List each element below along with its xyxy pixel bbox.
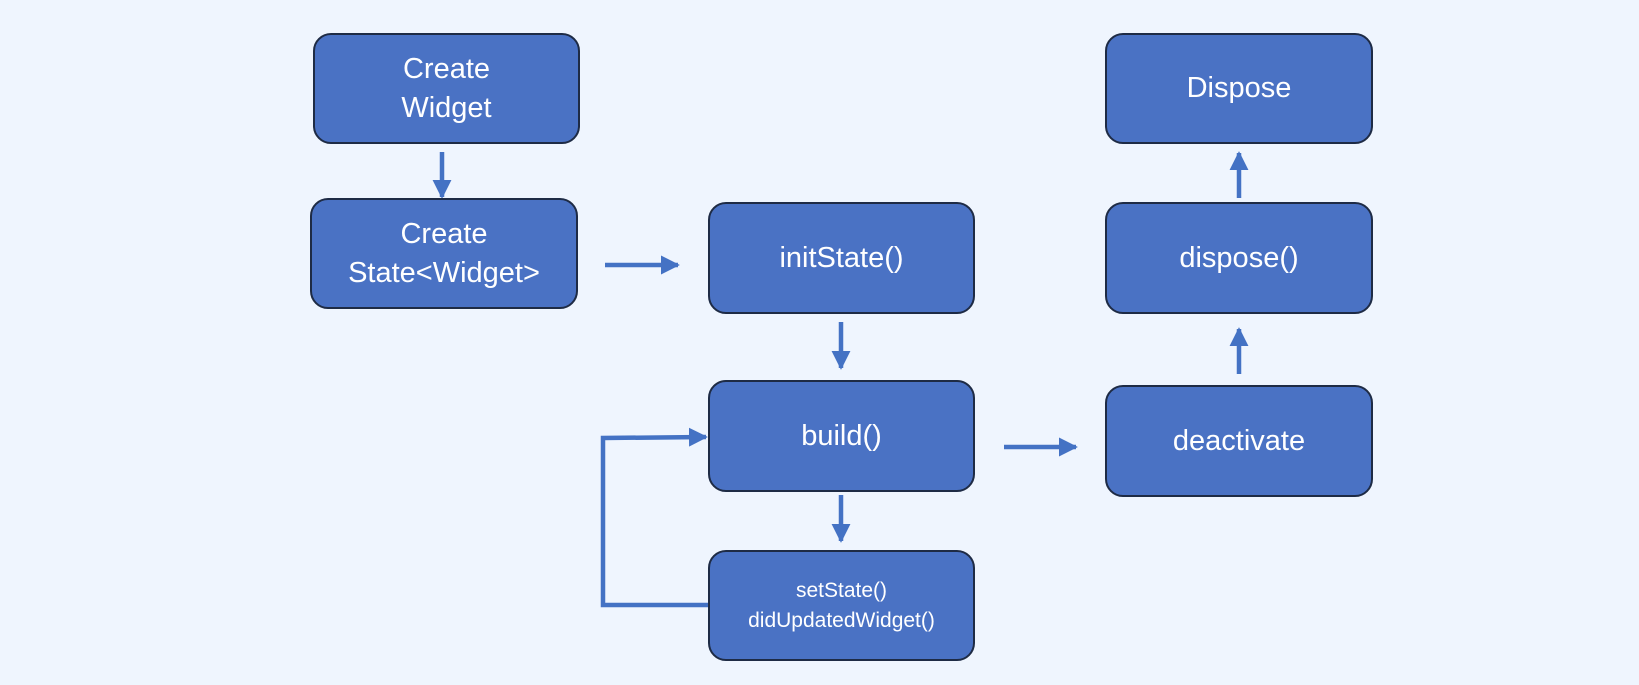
create-state-line1: Create xyxy=(400,218,488,251)
dispose-method-node: dispose() xyxy=(1105,202,1373,314)
create-widget-node: Create Widget xyxy=(313,33,580,144)
dispose-state-node: Dispose xyxy=(1105,33,1373,144)
init-state-label: initState() xyxy=(779,241,904,274)
create-state-line2: State<Widget> xyxy=(348,256,540,289)
build-label: build() xyxy=(801,419,882,452)
create-widget-line1: Create xyxy=(402,53,491,86)
build-node: build() xyxy=(708,380,975,492)
set-state-node: setState() didUpdatedWidget() xyxy=(708,550,975,661)
create-widget-line2: Widget xyxy=(401,91,492,124)
deactivate-label: deactivate xyxy=(1172,424,1306,457)
deactivate-node: deactivate xyxy=(1105,385,1373,497)
dispose-method-label: dispose() xyxy=(1179,241,1299,274)
create-state-node: Create State<Widget> xyxy=(310,198,578,309)
set-state-line1: setState() xyxy=(795,579,888,603)
arrow-set-state-loop-to-build xyxy=(600,427,708,608)
init-state-node: initState() xyxy=(708,202,975,314)
dispose-state-label: Dispose xyxy=(1186,72,1292,105)
set-state-line2: didUpdatedWidget() xyxy=(748,608,935,632)
